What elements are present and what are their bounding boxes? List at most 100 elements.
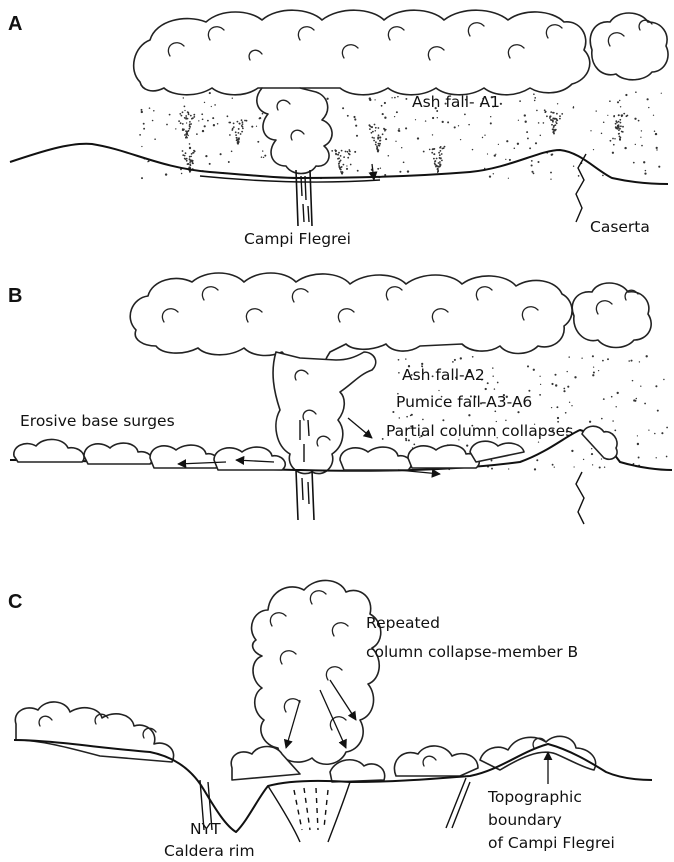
stipple-dot bbox=[612, 138, 614, 140]
stipple-dot bbox=[490, 122, 492, 124]
stipple-dot bbox=[545, 111, 547, 113]
stipple-dot bbox=[641, 145, 643, 147]
stipple-dot bbox=[337, 154, 339, 156]
stipple-dot bbox=[375, 127, 377, 129]
stipple-dot bbox=[603, 122, 605, 124]
topographic-label-1: Topographic bbox=[487, 788, 582, 806]
stipple-dot bbox=[372, 131, 374, 133]
stipple-dot bbox=[656, 147, 658, 149]
stipple-dot bbox=[559, 118, 561, 120]
stipple-dot bbox=[232, 98, 233, 99]
stipple-dot bbox=[518, 120, 519, 121]
stipple-dot bbox=[609, 140, 611, 142]
stipple-dot bbox=[497, 382, 499, 384]
stipple-dot bbox=[423, 151, 425, 153]
stipple-dot bbox=[231, 151, 233, 153]
stipple-dot bbox=[519, 100, 521, 102]
stipple-dot bbox=[617, 392, 619, 394]
partial-collapse-label: Partial column collapses bbox=[386, 422, 573, 440]
stipple-dot bbox=[578, 175, 580, 177]
stipple-dot bbox=[599, 466, 601, 468]
stipple-dot bbox=[655, 385, 657, 387]
stipple-dot bbox=[438, 162, 440, 164]
stipple-dot bbox=[583, 459, 584, 460]
stipple-dot bbox=[437, 117, 438, 118]
stipple-dot bbox=[494, 154, 496, 156]
stipple-dot bbox=[505, 420, 506, 421]
stipple-dot bbox=[399, 171, 401, 173]
stipple-dot bbox=[190, 115, 192, 117]
stipple-dot bbox=[602, 360, 604, 362]
stipple-dot bbox=[382, 113, 384, 115]
stipple-dot bbox=[237, 143, 239, 145]
column-collapse-member-b-label: column collapse-member B bbox=[366, 643, 578, 661]
stipple-dot bbox=[378, 145, 380, 147]
stipple-dot bbox=[527, 365, 529, 367]
stipple-dot bbox=[494, 388, 495, 389]
collapse-arrow bbox=[348, 418, 372, 438]
stipple-dot bbox=[184, 134, 186, 136]
stipple-dot bbox=[635, 91, 637, 93]
ash-fall-a1-label: Ash fall- A1 bbox=[412, 93, 500, 111]
stipple-dot bbox=[183, 129, 185, 131]
stipple-dot bbox=[468, 124, 470, 126]
stipple-dot bbox=[189, 161, 191, 163]
stipple-dot bbox=[183, 97, 184, 98]
stipple-dot bbox=[398, 359, 400, 361]
stipple-dot bbox=[442, 121, 444, 123]
stipple-dot bbox=[397, 96, 399, 98]
stipple-dot bbox=[415, 119, 416, 120]
stipple-dot bbox=[647, 98, 649, 100]
stipple-dot bbox=[434, 164, 436, 166]
stipple-dot bbox=[571, 450, 573, 452]
stipple-dot bbox=[187, 163, 189, 165]
caserta-label: Caserta bbox=[590, 218, 650, 236]
stipple-dot bbox=[620, 125, 622, 127]
stipple-dot bbox=[153, 110, 155, 112]
stipple-dot bbox=[591, 453, 593, 455]
umbrella-cloud-a-right bbox=[590, 13, 668, 80]
stipple-dot bbox=[257, 141, 259, 143]
stipple-dot bbox=[639, 361, 640, 362]
stipple-dot bbox=[338, 165, 340, 167]
stipple-dot bbox=[487, 153, 488, 154]
stipple-dot bbox=[377, 168, 379, 170]
stipple-dot bbox=[395, 141, 396, 142]
stipple-dot bbox=[554, 374, 556, 376]
stipple-dot bbox=[343, 156, 345, 158]
stipple-dot bbox=[439, 147, 441, 149]
stipple-dot bbox=[341, 172, 343, 174]
stipple-dot bbox=[498, 144, 499, 145]
stipple-dot bbox=[242, 121, 244, 123]
stipple-dot bbox=[388, 155, 390, 157]
stipple-dot bbox=[533, 369, 535, 371]
stipple-dot bbox=[209, 163, 211, 165]
stipple-dot bbox=[338, 157, 340, 159]
stipple-dot bbox=[338, 152, 340, 154]
stipple-dot bbox=[340, 155, 342, 157]
stipple-dot bbox=[189, 156, 191, 158]
stipple-dot bbox=[377, 137, 379, 139]
stipple-dot bbox=[568, 356, 569, 357]
stipple-dot bbox=[233, 123, 235, 125]
stipple-dot bbox=[589, 421, 591, 423]
stipple-dot bbox=[620, 106, 621, 107]
stipple-dot bbox=[182, 123, 184, 125]
stipple-dot bbox=[533, 93, 535, 95]
stipple-dot bbox=[472, 149, 473, 150]
stipple-dot bbox=[638, 457, 640, 459]
stipple-dot bbox=[345, 151, 347, 153]
stipple-dot bbox=[342, 107, 344, 109]
umbrella-cloud-a bbox=[134, 10, 590, 95]
stipple-dot bbox=[563, 390, 565, 392]
stipple-dot bbox=[536, 110, 538, 112]
stipple-dot bbox=[211, 106, 212, 107]
stipple-dot bbox=[534, 100, 536, 102]
stipple-dot bbox=[635, 144, 636, 145]
stipple-dot bbox=[396, 111, 398, 113]
stipple-dot bbox=[187, 111, 189, 113]
stipple-dot bbox=[425, 120, 426, 121]
stipple-dot bbox=[593, 366, 594, 367]
stipple-dot bbox=[607, 115, 608, 116]
stipple-dot bbox=[401, 147, 402, 148]
